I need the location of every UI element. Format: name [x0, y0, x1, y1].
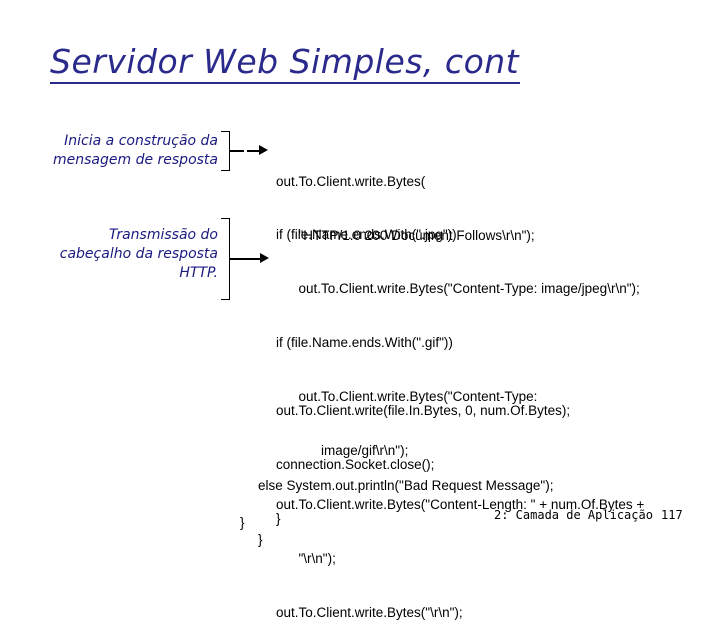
code-line: image/gif\r\n"); [276, 443, 409, 458]
code-line: out.To.Client.write.Bytes( [276, 174, 426, 189]
code-line: out.To.Client.write.Bytes("\r\n"); [276, 605, 463, 620]
code-line: out.To.Client.write.Bytes("Content-Type:… [276, 281, 640, 296]
label-line: cabeçalho da resposta [59, 246, 218, 262]
code-block-close: } [240, 478, 248, 550]
bracket-response-start [221, 131, 230, 171]
label-header-transmission: Transmissão do cabeçalho da resposta HTT… [18, 226, 218, 283]
code-line: } [276, 511, 281, 526]
code-line: if (file.Name.ends.With(".jpg")) [276, 227, 457, 242]
code-line: "HTTP/1.0 200 Document Follows\r\n"); [276, 228, 535, 243]
arrow-head-icon [259, 145, 268, 155]
footer-chapter: 2: Camada de Aplicação [494, 508, 653, 522]
code-block-body: out.To.Client.write(file.In.Bytes, 0, nu… [276, 366, 570, 546]
code-block-status-line: out.To.Client.write.Bytes( "HTTP/1.0 200… [276, 137, 535, 263]
label-line: mensagem de resposta [52, 152, 218, 168]
code-line: if (file.Name.ends.With(".gif")) [276, 335, 453, 350]
code-line: out.To.Client.write.Bytes("Content-Lengt… [276, 497, 645, 512]
code-line: else System.out.println("Bad Request Mes… [258, 478, 554, 493]
label-response-start: Inicia a construção da mensagem de respo… [18, 132, 218, 170]
code-line: out.To.Client.write(file.In.Bytes, 0, nu… [276, 403, 571, 418]
label-line: HTTP. [179, 265, 218, 281]
code-line: connection.Socket.close(); [276, 457, 435, 472]
slide-title: Servidor Web Simples, cont [50, 42, 520, 81]
connector-line [247, 150, 261, 152]
footer-page-number: 117 [661, 508, 683, 522]
label-line: Inicia a construção da [64, 133, 218, 149]
bracket-header-transmission [221, 218, 230, 300]
code-line: } [240, 515, 245, 530]
title-underline [50, 82, 520, 84]
code-line: out.To.Client.write.Bytes("Content-Type: [276, 389, 538, 404]
connector-line [230, 258, 262, 260]
label-line: Transmissão do [108, 227, 218, 243]
code-line: } [258, 532, 263, 547]
code-block-else: else System.out.println("Bad Request Mes… [258, 441, 553, 567]
connector-line [230, 150, 244, 152]
arrow-head-icon [260, 253, 269, 263]
